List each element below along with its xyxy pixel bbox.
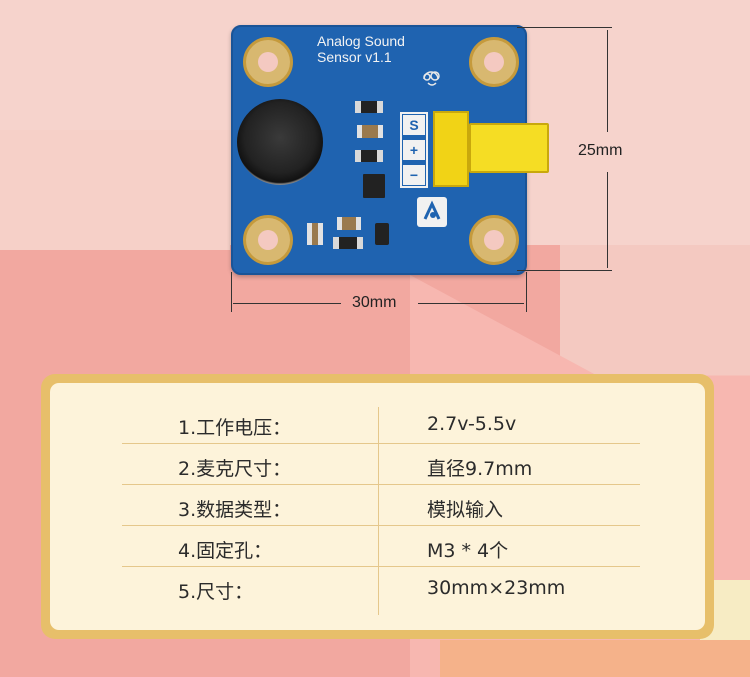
mounting-hole-top-right [469, 37, 519, 87]
mounting-hole-top-left [243, 37, 293, 87]
background-shape-peach [0, 130, 230, 250]
background-shape-orange [440, 640, 750, 677]
spec-row: 4.固定孔： M3 * 4个 [122, 526, 640, 567]
resistor-3 [333, 237, 363, 249]
height-dimension-label: 25mm [578, 142, 623, 159]
dimension-line-right-tick [526, 272, 527, 312]
dimension-line-left-tick [231, 272, 232, 312]
spec-label: 4.固定孔： [178, 540, 273, 562]
pin-label-vcc: + [403, 140, 425, 160]
chip-amplifier [363, 174, 385, 198]
spec-row: 3.数据类型： 模拟输入 [122, 485, 640, 526]
capacitor-3 [337, 217, 361, 230]
leaf-logo-icon [417, 197, 447, 227]
sound-icon [419, 67, 445, 89]
resistor-1 [355, 101, 383, 113]
pin-label-gnd: − [403, 165, 425, 185]
spec-value: 30mm×23mm [427, 577, 566, 599]
dimension-line-vertical-lower [607, 172, 608, 268]
spec-row: 2.麦克尺寸： 直径9.7mm [122, 444, 640, 485]
spec-label: 3.数据类型： [178, 499, 292, 521]
sensor-board: Analog Sound Sensor v1.1 S + − [231, 25, 549, 275]
microphone [237, 99, 323, 185]
spec-label: 2.麦克尺寸： [178, 458, 292, 480]
resistor-2 [355, 150, 383, 162]
spec-card: 1.工作电压： 2.7v-5.5v 2.麦克尺寸： 直径9.7mm 3.数据类型… [41, 374, 714, 639]
connector-plug [469, 123, 549, 173]
pin-label-signal: S [403, 115, 425, 135]
spec-value: 2.7v-5.5v [427, 413, 517, 435]
dimension-line-horizontal-right [418, 303, 524, 304]
dimension-line-bottom-tick [517, 270, 612, 271]
dimension-line-vertical [607, 30, 608, 132]
pin-label-frame [400, 112, 428, 188]
spec-row: 5.尺寸： 30mm×23mm [122, 567, 640, 608]
dimension-line-top-tick [517, 27, 612, 28]
width-dimension-label: 30mm [352, 294, 397, 311]
spec-label: 5.尺寸： [178, 581, 254, 603]
spec-table: 1.工作电压： 2.7v-5.5v 2.麦克尺寸： 直径9.7mm 3.数据类型… [50, 383, 705, 630]
spec-row: 1.工作电压： 2.7v-5.5v [122, 403, 640, 444]
spec-label: 1.工作电压： [178, 417, 292, 439]
spec-value: 模拟输入 [427, 499, 504, 521]
capacitor-1 [357, 125, 383, 138]
resistor-4 [375, 223, 389, 245]
silkscreen-title-line2: Sensor v1.1 [317, 49, 392, 65]
column-divider [378, 407, 379, 615]
spec-value: M3 * 4个 [427, 540, 509, 562]
capacitor-2 [307, 223, 323, 245]
mounting-hole-bottom-left [243, 215, 293, 265]
connector-housing [433, 111, 469, 187]
dimension-line-horizontal-left [233, 303, 341, 304]
silkscreen-title-line1: Analog Sound [317, 33, 405, 49]
spec-value: 直径9.7mm [427, 458, 533, 480]
mounting-hole-bottom-right [469, 215, 519, 265]
